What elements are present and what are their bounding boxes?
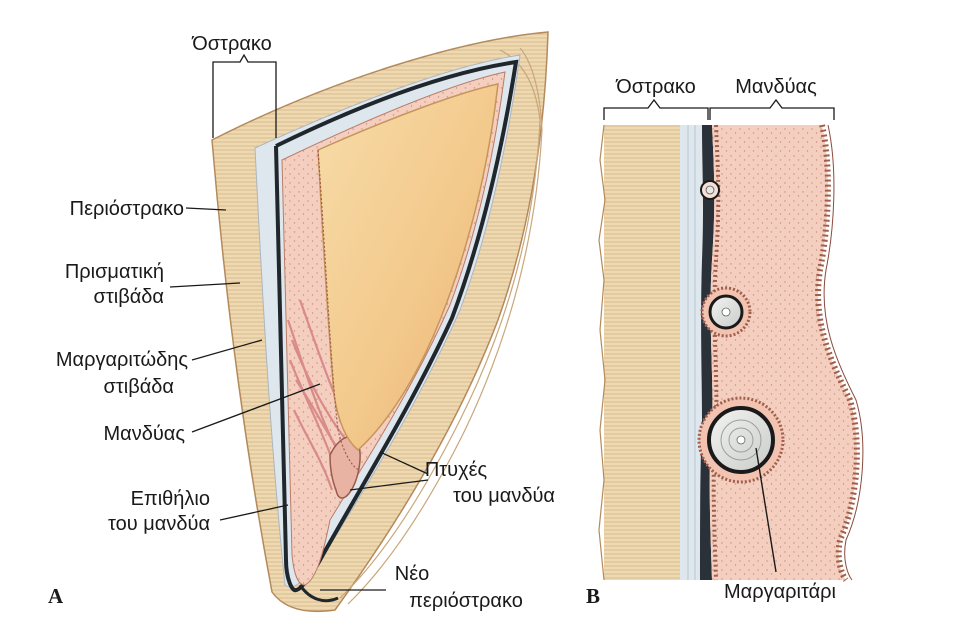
label-prismatic-2: στιβάδα	[94, 286, 164, 308]
mantle-bracket-b	[709, 98, 835, 120]
label-folds-1: Πτυχές	[425, 459, 488, 481]
label-periostracum: Περιόστρακο	[70, 198, 184, 220]
label-new-peri-1: Νέο	[395, 563, 429, 585]
periostracum-line	[274, 59, 519, 593]
periostracum-band-b	[700, 125, 715, 580]
label-pearl: Μαργαριτάρι	[724, 581, 836, 603]
plate-label-b: B	[586, 584, 600, 608]
shell-tip	[298, 584, 339, 603]
nacreous-layer-b	[680, 125, 702, 580]
pearl-ring	[720, 419, 762, 461]
figure-b: Όστρακο Μανδύας Μαργαριτάρι B	[586, 76, 864, 608]
mantle-cavity	[317, 83, 499, 451]
pearl-leader	[755, 447, 777, 573]
label-epithelium-1: Επιθήλιο	[131, 488, 210, 510]
shell-bracket-b	[603, 98, 709, 120]
epithelium-edge-b	[815, 124, 860, 582]
label-prismatic-1: Πρισματική	[65, 261, 164, 283]
leader-lines-a	[169, 207, 429, 591]
plate-label-a: A	[48, 584, 64, 608]
shell-layer-stripe	[339, 49, 541, 599]
label-shell-b: Όστρακο	[615, 76, 696, 98]
label-new-peri-2: περιόστρακο	[409, 590, 523, 612]
prismatic-layer-b	[604, 125, 680, 580]
epithelium-outline-b	[823, 124, 864, 581]
label-shell-a: Όστρακο	[191, 33, 272, 55]
label-nacreous-1: Μαργαριτώδης	[56, 349, 188, 371]
shell-layer-stripe	[347, 47, 543, 605]
pearl-medium-core	[721, 307, 731, 317]
label-epithelium-2: του μανδύα	[108, 513, 210, 535]
shell-bracket-a	[212, 53, 277, 138]
pearl-large-core	[736, 435, 746, 445]
pearl-seed-small	[705, 185, 715, 195]
epithelium-edge	[317, 149, 361, 471]
pearl-ring	[728, 427, 754, 453]
label-nacreous-2: στιβάδα	[104, 376, 174, 398]
label-mantle-a: Μανδύας	[104, 423, 186, 445]
label-folds-2: του μανδύα	[453, 485, 555, 507]
shell-cut-edge	[598, 124, 606, 581]
label-mantle-b: Μανδύας	[735, 76, 817, 98]
figure-a: Όστρακο Περιόστρακο Πρισματική στιβάδα Μ…	[48, 31, 555, 613]
